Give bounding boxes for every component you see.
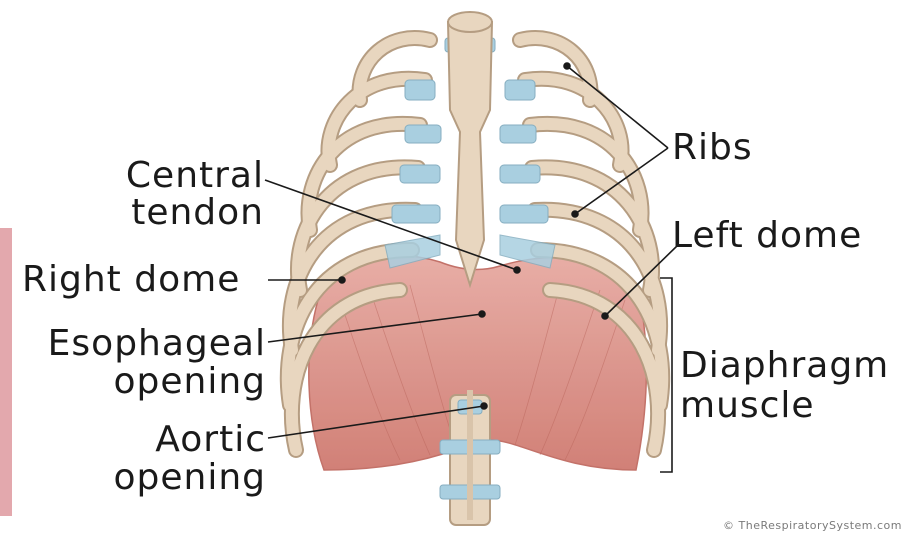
label-esophageal-line1: Esophageal: [48, 326, 266, 362]
label-left-dome: Left dome: [672, 218, 862, 254]
spine: [440, 390, 500, 525]
sternum: [448, 12, 492, 285]
label-central-tendon-line2: tendon: [131, 195, 264, 231]
label-right-dome: Right dome: [22, 262, 240, 298]
label-esophageal-line2: opening: [113, 364, 266, 400]
copyright-notice: © TheRespiratorySystem.com: [723, 519, 902, 532]
label-ribs: Ribs: [672, 130, 753, 166]
label-diaphragm-line1: Diaphragm: [680, 348, 889, 384]
label-central-tendon-line1: Central: [126, 158, 264, 194]
label-aortic-line1: Aortic: [155, 422, 266, 458]
label-aortic-line2: opening: [113, 460, 266, 496]
label-diaphragm-line2: muscle: [680, 388, 815, 424]
